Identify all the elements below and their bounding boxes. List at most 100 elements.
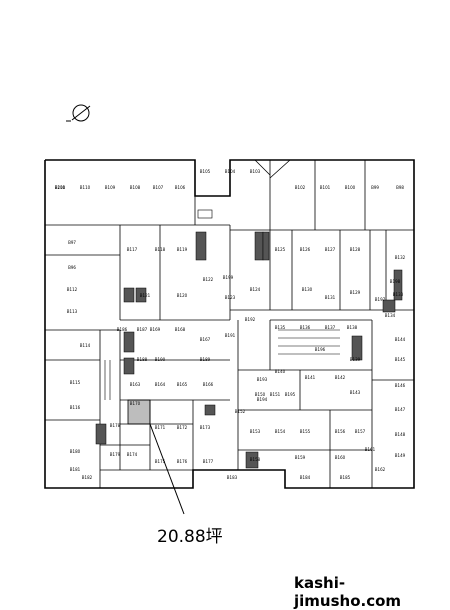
- compass-icon: [66, 104, 91, 122]
- room-number-label: B97: [68, 240, 76, 245]
- lobby-lines: [104, 209, 340, 400]
- room-number-label: B127: [325, 247, 336, 252]
- room-number-label: B100: [345, 185, 356, 190]
- room-number-label: B186: [117, 327, 128, 332]
- room-number-label: B129: [350, 290, 361, 295]
- room-number-label: B122: [203, 277, 214, 282]
- room-number-label: B183: [227, 475, 238, 480]
- room-number-label: B123: [225, 295, 236, 300]
- room-number-label: B160: [335, 455, 346, 460]
- room-number-label: B99: [371, 185, 379, 190]
- room-number-label: B164: [155, 382, 166, 387]
- room-number-label: B151: [270, 392, 281, 397]
- room-number-label: B116: [70, 405, 81, 410]
- site-watermark: kashi-jimusho.com: [294, 574, 402, 610]
- room-number-label: B179: [110, 452, 121, 457]
- room-number-label: B197: [375, 297, 386, 302]
- room-number-label: B170: [130, 401, 141, 406]
- room-number-label: B167: [200, 337, 211, 342]
- room-number-label: B193: [257, 377, 268, 382]
- room-number-label: B150: [255, 392, 266, 397]
- room-number-label: B124: [250, 287, 261, 292]
- room-number-label: B177: [203, 459, 214, 464]
- room-number-label: B126: [300, 247, 311, 252]
- room-number-label: B187: [137, 327, 148, 332]
- room-number-label: B117: [127, 247, 138, 252]
- room-number-label: B199: [223, 275, 234, 280]
- room-number-label: B190: [155, 357, 166, 362]
- room-number-label: B130: [302, 287, 313, 292]
- room-number-label: B176: [177, 459, 188, 464]
- room-number-label: B174: [127, 452, 138, 457]
- room-number-label: B137: [325, 325, 336, 330]
- room-number-label: B171: [155, 425, 166, 430]
- room-number-label: B108: [130, 185, 141, 190]
- room-number-label: B165: [177, 382, 188, 387]
- room-number-label: B144: [395, 337, 406, 342]
- room-number-label: B103: [250, 169, 261, 174]
- room-number-label: B182: [82, 475, 93, 480]
- room-number-label: B105: [200, 169, 211, 174]
- room-number-label: B154: [275, 429, 286, 434]
- room-number-label: B119: [177, 247, 188, 252]
- room-number-label: B146: [395, 383, 406, 388]
- room-number-label: B163: [130, 382, 141, 387]
- room-number-label: B109: [105, 185, 116, 190]
- room-number-label: B180: [70, 449, 81, 454]
- room-number-label: B148: [395, 432, 406, 437]
- room-number-label: B157: [355, 429, 366, 434]
- room-number-label: B131: [325, 295, 336, 300]
- room-number-label: B194: [257, 397, 268, 402]
- room-number-label: B136: [300, 325, 311, 330]
- room-number-label: B118: [155, 247, 166, 252]
- room-number-label: B198: [390, 279, 401, 284]
- room-number-label: B132: [395, 255, 406, 260]
- room-number-label: B152: [235, 409, 246, 414]
- room-number-label: B143: [350, 390, 361, 395]
- room-number-label: B142: [335, 375, 346, 380]
- room-number-label: B110: [80, 185, 91, 190]
- room-number-label: B115: [70, 380, 81, 385]
- room-number-label: B104: [225, 169, 236, 174]
- room-number-label: B195: [285, 392, 296, 397]
- stair-cores: [95, 231, 403, 469]
- room-number-label: B121: [140, 293, 151, 298]
- room-number-label: B196: [315, 347, 326, 352]
- room-number-label: B185: [340, 475, 351, 480]
- room-number-label: B141: [305, 375, 316, 380]
- interior-walls: [45, 159, 414, 488]
- room-number-label: B184: [300, 475, 311, 480]
- room-number-label: B181: [70, 467, 81, 472]
- room-number-label: B112: [67, 287, 78, 292]
- room-number-label: B175: [155, 459, 166, 464]
- room-number-label: B120: [177, 293, 188, 298]
- room-number-label: B173: [200, 425, 211, 430]
- room-number-label: B188: [137, 357, 148, 362]
- room-number-label: B101: [320, 185, 331, 190]
- room-number-label: B153: [250, 429, 261, 434]
- area-label: 20.88坪: [157, 527, 223, 547]
- room-number-label: B114: [80, 343, 91, 348]
- room-number-label: B106: [175, 185, 186, 190]
- room-number-label: B111: [55, 185, 66, 190]
- room-number-label: B158: [250, 457, 261, 462]
- room-number-label: B149: [395, 453, 406, 458]
- room-number-label: B178: [110, 423, 121, 428]
- room-number-label: B135: [275, 325, 286, 330]
- room-number-label: B156: [335, 429, 346, 434]
- room-number-label: B161: [365, 447, 376, 452]
- room-number-label: B113: [67, 309, 78, 314]
- room-number-label: B189: [200, 357, 211, 362]
- room-number-label: B145: [395, 357, 406, 362]
- room-number-label: B168: [175, 327, 186, 332]
- room-number-label: B147: [395, 407, 406, 412]
- room-number-label: B98: [396, 185, 404, 190]
- room-number-label: B191: [225, 333, 236, 338]
- leader-line: [149, 423, 185, 515]
- room-number-label: B172: [177, 425, 188, 430]
- room-number-label: B155: [300, 429, 311, 434]
- room-number-label: B162: [375, 467, 386, 472]
- room-number-label: B169: [150, 327, 161, 332]
